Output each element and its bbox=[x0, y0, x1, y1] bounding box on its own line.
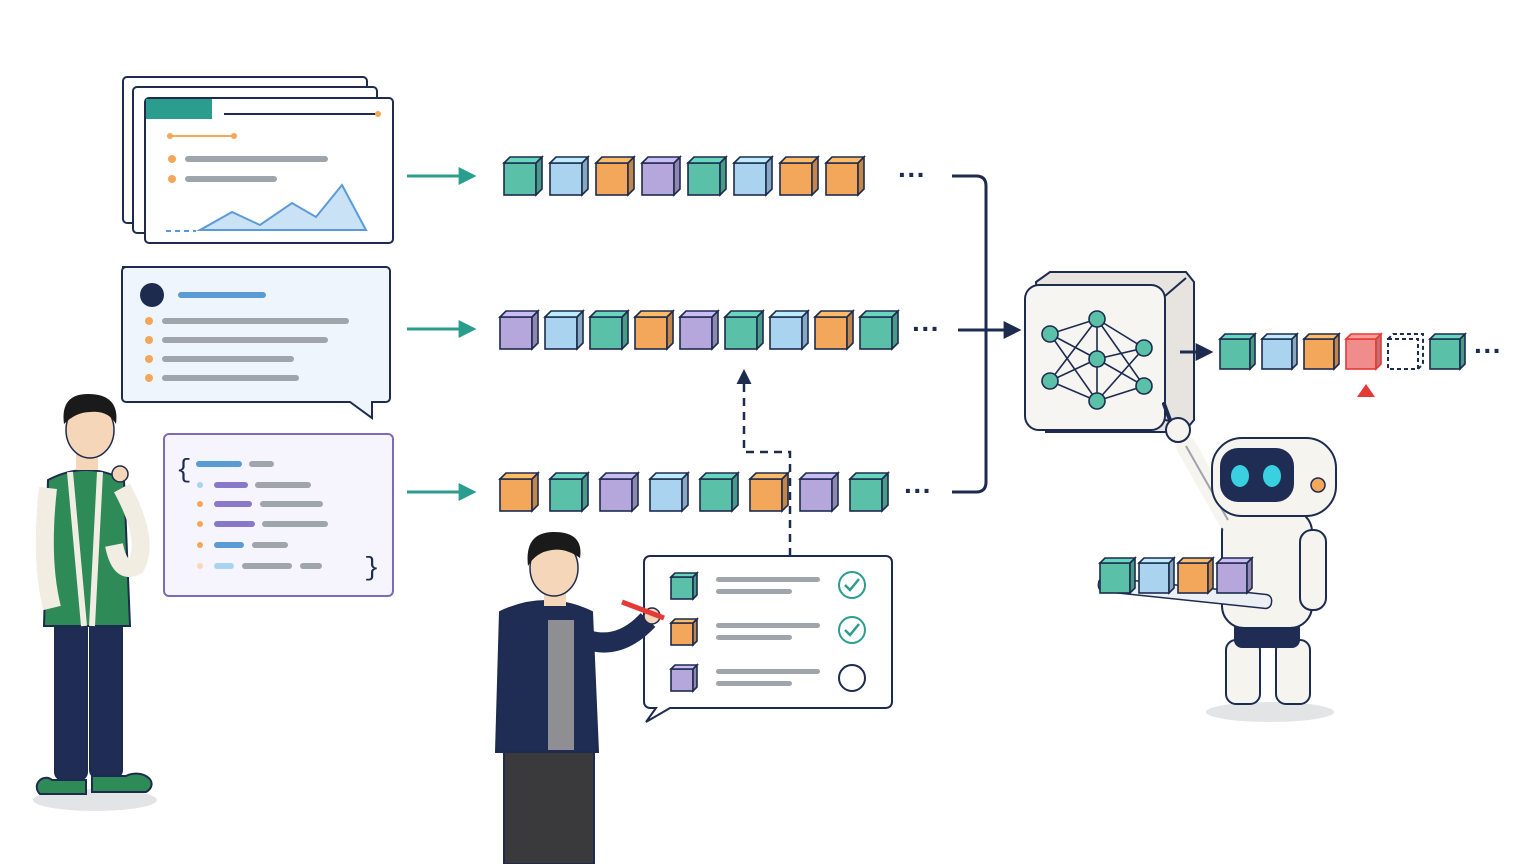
empty-check-circle bbox=[838, 664, 866, 692]
code-close-brace: } bbox=[364, 553, 380, 583]
token-cube-row2-5 bbox=[678, 309, 720, 351]
token-cube-row3-6 bbox=[748, 471, 790, 513]
token-cube-row1-3 bbox=[594, 155, 636, 197]
token-cube-row2-1 bbox=[498, 309, 540, 351]
document-stack-icon bbox=[122, 76, 394, 244]
output-token-cube-2 bbox=[1260, 332, 1299, 371]
checklist-cube-2 bbox=[669, 617, 699, 647]
token-cube-row2-2 bbox=[543, 309, 585, 351]
feedback-arrow bbox=[736, 369, 792, 556]
token-cube-row1-1 bbox=[502, 155, 544, 197]
tray-cube-3 bbox=[1176, 556, 1215, 595]
check-circle-icon bbox=[838, 616, 866, 644]
ellipsis-row-1: ··· bbox=[898, 159, 926, 190]
token-cube-row2-7 bbox=[768, 309, 810, 351]
code-open-brace: { bbox=[176, 455, 192, 485]
token-cube-row3-2 bbox=[548, 471, 590, 513]
annotation-checklist bbox=[643, 555, 893, 723]
check-circle-icon bbox=[838, 571, 866, 599]
token-cube-row3-7 bbox=[798, 471, 840, 513]
robot-icon bbox=[1097, 402, 1337, 722]
token-cube-row2-8 bbox=[813, 309, 855, 351]
output-token-cube-4 bbox=[1344, 332, 1383, 371]
ellipsis-row-3: ··· bbox=[904, 475, 932, 506]
output-token-row bbox=[1218, 332, 1467, 371]
tray-cube-4 bbox=[1215, 556, 1254, 595]
token-cube-row1-8 bbox=[824, 155, 866, 197]
merge-connector bbox=[952, 174, 1022, 494]
token-cube-row3-3 bbox=[598, 471, 640, 513]
token-row-1 bbox=[502, 155, 866, 197]
person-annotating-icon bbox=[494, 532, 665, 864]
output-token-cube-6 bbox=[1428, 332, 1467, 371]
token-cube-row3-4 bbox=[648, 471, 690, 513]
token-cube-row3-1 bbox=[498, 471, 540, 513]
token-row-3 bbox=[498, 471, 890, 513]
token-cube-row2-6 bbox=[723, 309, 765, 351]
token-cube-row3-5 bbox=[698, 471, 740, 513]
output-token-cube-1 bbox=[1218, 332, 1257, 371]
token-cube-row1-4 bbox=[640, 155, 682, 197]
neural-network-icon bbox=[1024, 271, 1195, 433]
token-cube-row1-2 bbox=[548, 155, 590, 197]
token-cube-row2-4 bbox=[633, 309, 675, 351]
output-token-cube-3 bbox=[1302, 332, 1341, 371]
token-cube-row2-3 bbox=[588, 309, 630, 351]
person-thinking-icon bbox=[33, 394, 157, 811]
ellipsis-row-2: ··· bbox=[912, 313, 940, 344]
token-cube-row1-7 bbox=[778, 155, 820, 197]
code-card-icon: { } bbox=[163, 433, 394, 597]
prediction-marker bbox=[1357, 384, 1375, 397]
output-token-cube-5 bbox=[1387, 333, 1424, 370]
ellipsis-output: ··· bbox=[1474, 335, 1502, 366]
tray-cube-2 bbox=[1137, 556, 1176, 595]
checklist-cube-3 bbox=[669, 663, 699, 693]
token-cube-row1-5 bbox=[686, 155, 728, 197]
chat-bubble-icon bbox=[121, 266, 391, 420]
token-cube-row2-9 bbox=[858, 309, 900, 351]
checklist-cube-1 bbox=[669, 571, 699, 601]
token-cube-row3-8 bbox=[848, 471, 890, 513]
token-row-2 bbox=[498, 309, 900, 351]
token-cube-row1-6 bbox=[732, 155, 774, 197]
tray-cube-1 bbox=[1098, 556, 1137, 595]
